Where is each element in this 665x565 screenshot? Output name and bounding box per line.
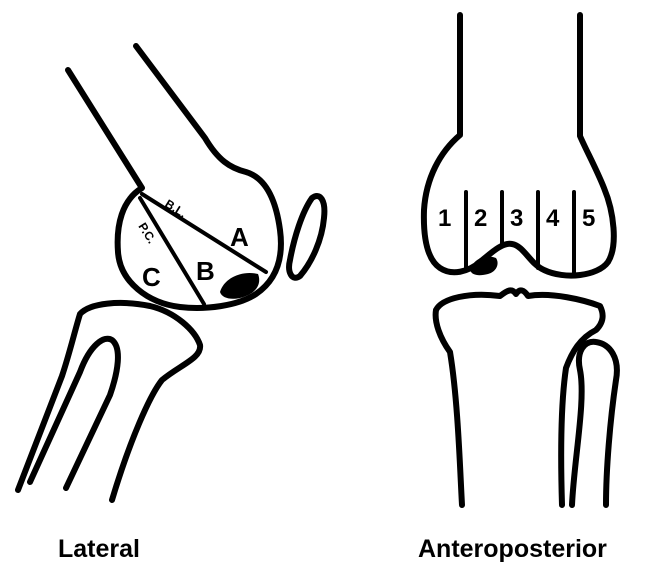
lateral-patella [289, 196, 324, 278]
zone-label-a: A [230, 222, 249, 252]
lateral-view: A B C B.L. P.C. [18, 46, 324, 500]
zone-number-1: 1 [438, 205, 451, 232]
zone-number-3: 3 [510, 205, 523, 232]
ap-lesion [470, 257, 498, 276]
ap-view: 1 2 3 4 5 [424, 15, 617, 505]
zone-number-5: 5 [582, 205, 595, 232]
zone-number-4: 4 [546, 205, 560, 232]
ap-femur [424, 15, 614, 276]
zone-number-2: 2 [474, 205, 487, 232]
lateral-fibula [30, 339, 118, 488]
ap-caption: Anteroposterior [418, 535, 607, 564]
ap-fibula [572, 342, 617, 505]
lateral-femur [68, 46, 281, 308]
lateral-caption: Lateral [58, 535, 140, 564]
zone-label-c: C [142, 262, 161, 292]
zone-label-b: B [196, 256, 215, 286]
